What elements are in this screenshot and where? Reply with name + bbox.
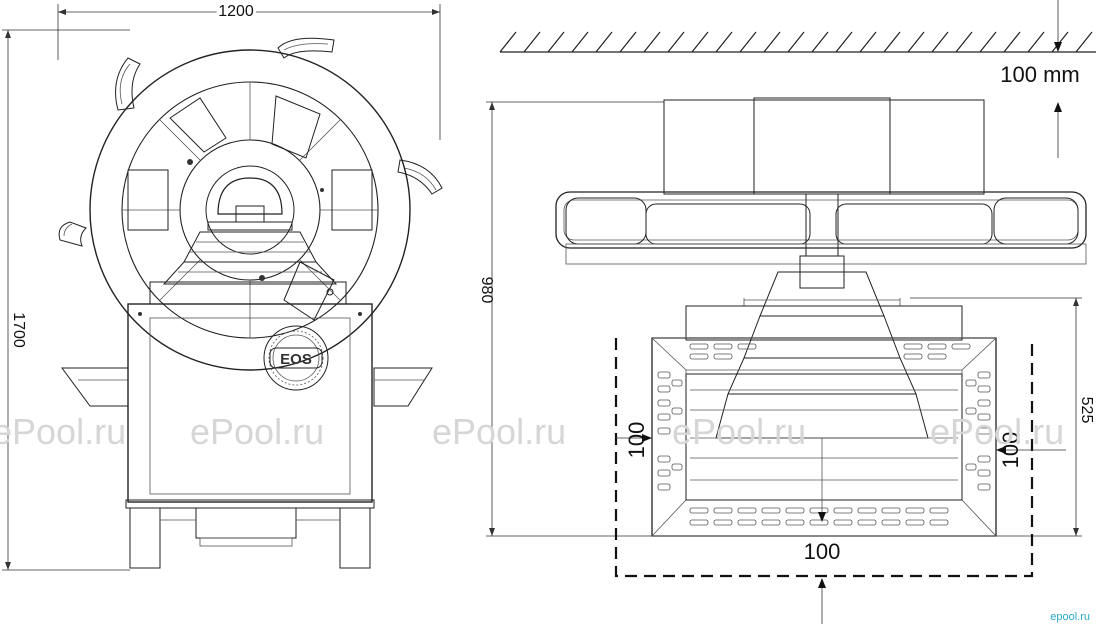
vent-left bbox=[657, 371, 683, 491]
base bbox=[125, 499, 375, 569]
heater-body bbox=[127, 303, 373, 503]
clearance-left-label: 100 bbox=[624, 422, 649, 459]
watermark: ePool.ru bbox=[432, 411, 566, 452]
watermark: ePool.ru bbox=[190, 411, 324, 452]
watermark: ePool.ru bbox=[930, 411, 1064, 452]
watermark: ePool.ru bbox=[0, 411, 126, 452]
rear-panel bbox=[663, 97, 985, 195]
height-label: 1700 bbox=[10, 312, 27, 348]
vent-top bbox=[689, 343, 971, 360]
left-view: 1200 1700 bbox=[2, 0, 443, 571]
top-clearance-dimension: 100 mm bbox=[1000, 0, 1080, 158]
wheel bbox=[89, 49, 411, 371]
clearance-top-label: 100 mm bbox=[1000, 62, 1079, 87]
watermarks: ePool.ru ePool.ru ePool.ru ePool.ru ePoo… bbox=[0, 411, 1064, 452]
wheel-handles bbox=[58, 37, 443, 247]
side-trays bbox=[61, 367, 433, 407]
height-980-label: 980 bbox=[478, 277, 495, 304]
side-clearance-dimensions: 100 100 bbox=[616, 422, 1066, 469]
height-980-dimension: 980 bbox=[478, 101, 664, 537]
top-plate bbox=[149, 281, 347, 305]
ceiling bbox=[499, 31, 1096, 53]
wheel-edge bbox=[555, 191, 1087, 265]
brand-label: EOS bbox=[280, 351, 312, 368]
corner-logo: epool.ru bbox=[1050, 611, 1090, 623]
stone-top bbox=[162, 231, 338, 285]
clearance-boundary bbox=[614, 338, 1034, 578]
vent-right bbox=[965, 371, 991, 491]
width-dimension: 1200 bbox=[57, 0, 441, 140]
clearance-right-label: 100 bbox=[998, 432, 1023, 469]
height-525-label: 525 bbox=[1078, 397, 1095, 424]
watermark: ePool.ru bbox=[672, 411, 806, 452]
eos-logo: EOS bbox=[263, 325, 329, 391]
dome-light bbox=[207, 177, 293, 231]
clearance-bottom-label: 100 bbox=[804, 539, 841, 564]
bottom-clearance-dimension: 100 bbox=[804, 539, 841, 624]
height-dimension: 1700 bbox=[2, 29, 130, 571]
height-525-dimension: 525 bbox=[910, 297, 1095, 537]
right-view: 100 mm 980 525 bbox=[478, 0, 1096, 624]
vent-bottom bbox=[689, 507, 949, 526]
width-label: 1200 bbox=[218, 3, 254, 20]
heater-housing bbox=[650, 305, 998, 537]
